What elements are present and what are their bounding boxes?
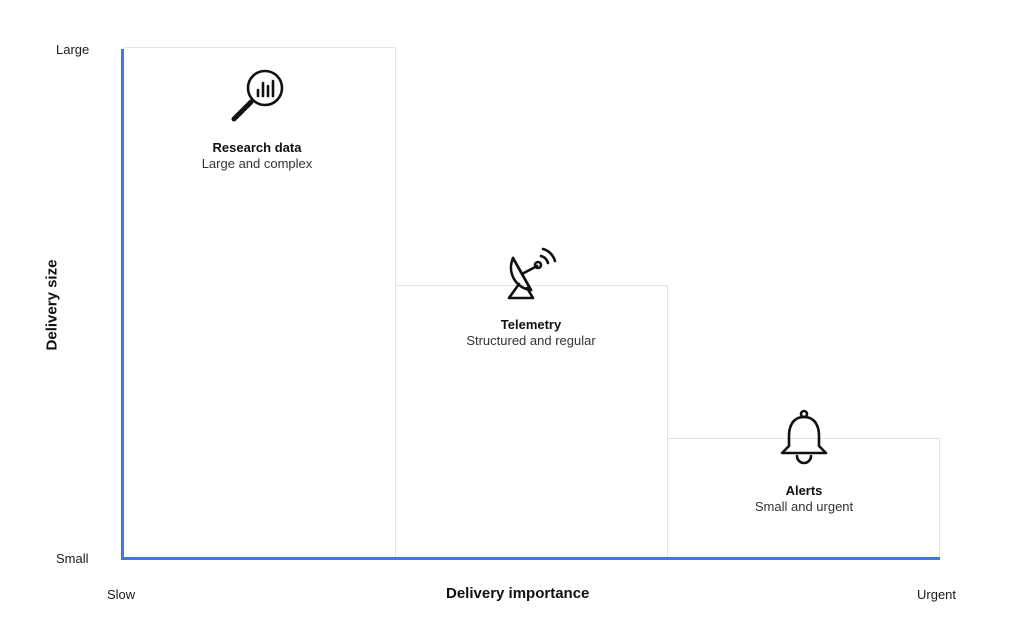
telemetry-region [396,285,668,557]
x-axis-line [121,557,940,560]
x-axis-title: Delivery importance [446,585,590,602]
x-tick-slow: Slow [107,587,136,602]
magnifier-bar-chart-icon [230,68,286,124]
y-axis-line [121,49,124,560]
telemetry-card: Telemetry Structured and regular [421,317,641,348]
research-data-subtitle: Large and complex [201,156,313,171]
bell-icon [778,408,830,466]
x-tick-urgent: Urgent [917,587,957,602]
research-data-card: Research data Large and complex [147,140,367,171]
satellite-dish-icon [505,244,559,300]
alerts-title: Alerts [785,483,823,498]
research-data-title: Research data [212,140,302,155]
alerts-subtitle: Small and urgent [754,499,854,514]
telemetry-subtitle: Structured and regular [466,333,596,348]
y-tick-small: Small [56,551,89,566]
y-axis-title: Delivery size [43,259,61,351]
alerts-region [668,438,940,557]
telemetry-title: Telemetry [500,317,562,332]
research-data-region [124,47,396,557]
y-tick-large: Large [56,42,90,57]
alerts-card: Alerts Small and urgent [694,483,914,514]
